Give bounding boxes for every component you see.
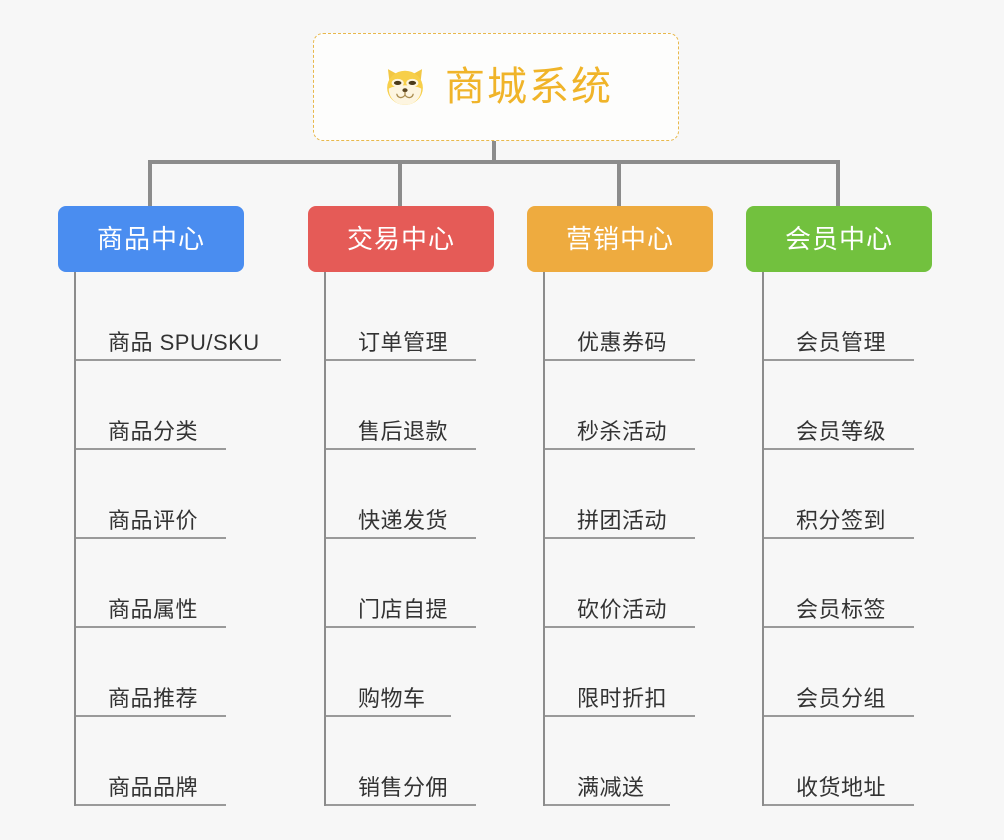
leaf-item-label: 收货地址 — [796, 774, 887, 800]
leaf-item[interactable]: 拼团活动 — [545, 450, 695, 539]
connector-drop-branch-3 — [617, 160, 621, 206]
connector-drop-branch-4 — [836, 160, 840, 206]
leaf-item-label: 快递发货 — [358, 507, 449, 533]
leaf-item[interactable]: 会员等级 — [764, 361, 914, 450]
root-node-mall-system[interactable]: 商城系统 — [313, 33, 679, 141]
leaf-item-label: 商品属性 — [108, 596, 199, 622]
branch-trade-center: 交易中心 订单管理 售后退款 快递发货 门店自提 购物车 销售分佣 — [308, 206, 494, 806]
leaf-item[interactable]: 优惠券码 — [545, 272, 695, 361]
leaf-item-label: 会员标签 — [796, 596, 887, 622]
leaf-item[interactable]: 会员管理 — [764, 272, 914, 361]
leaf-item-label: 商品推荐 — [108, 685, 199, 711]
leaf-item-label: 商品评价 — [108, 507, 199, 533]
leaf-item[interactable]: 门店自提 — [326, 539, 476, 628]
connector-horizontal-bar — [148, 160, 840, 164]
leaf-item[interactable]: 售后退款 — [326, 361, 476, 450]
leaf-item-label: 会员等级 — [796, 418, 887, 444]
leaf-item[interactable]: 商品推荐 — [76, 628, 226, 717]
leaf-item[interactable]: 收货地址 — [764, 717, 914, 806]
branch-header-label: 营销中心 — [565, 224, 674, 254]
leaf-item-label: 门店自提 — [358, 596, 449, 622]
leaf-item[interactable]: 砍价活动 — [545, 539, 695, 628]
branch-header-label: 会员中心 — [784, 224, 893, 254]
leaf-item-label: 砍价活动 — [577, 596, 668, 622]
branch-header-product-center[interactable]: 商品中心 — [58, 206, 244, 272]
branch-header-label: 商品中心 — [96, 224, 205, 254]
leaf-item-label: 会员管理 — [796, 329, 887, 355]
shiba-dog-icon — [379, 61, 431, 113]
leaf-item[interactable]: 满减送 — [545, 717, 670, 806]
leaf-item[interactable]: 销售分佣 — [326, 717, 476, 806]
leaf-item-label: 销售分佣 — [358, 774, 449, 800]
branch-member-center: 会员中心 会员管理 会员等级 积分签到 会员标签 会员分组 收货地址 — [746, 206, 932, 806]
leaf-item[interactable]: 会员标签 — [764, 539, 914, 628]
leaf-list-member-center: 会员管理 会员等级 积分签到 会员标签 会员分组 收货地址 — [762, 272, 932, 806]
leaf-item[interactable]: 商品分类 — [76, 361, 226, 450]
leaf-item-label: 商品分类 — [108, 418, 199, 444]
leaf-item[interactable]: 购物车 — [326, 628, 451, 717]
leaf-item-label: 商品 SPU/SKU — [108, 329, 260, 355]
leaf-item-label: 拼团活动 — [577, 507, 668, 533]
connector-drop-branch-2 — [398, 160, 402, 206]
leaf-list-marketing-center: 优惠券码 秒杀活动 拼团活动 砍价活动 限时折扣 满减送 — [543, 272, 713, 806]
leaf-item[interactable]: 限时折扣 — [545, 628, 695, 717]
branch-header-label: 交易中心 — [346, 224, 455, 254]
leaf-item-label: 满减送 — [577, 774, 645, 800]
leaf-item-label: 商品品牌 — [108, 774, 199, 800]
leaf-item-label: 优惠券码 — [577, 329, 668, 355]
leaf-item[interactable]: 秒杀活动 — [545, 361, 695, 450]
branch-header-marketing-center[interactable]: 营销中心 — [527, 206, 713, 272]
leaf-item-label: 售后退款 — [358, 418, 449, 444]
leaf-list-trade-center: 订单管理 售后退款 快递发货 门店自提 购物车 销售分佣 — [324, 272, 494, 806]
leaf-item-label: 秒杀活动 — [577, 418, 668, 444]
leaf-list-product-center: 商品 SPU/SKU 商品分类 商品评价 商品属性 商品推荐 商品品牌 — [74, 272, 281, 806]
leaf-item[interactable]: 会员分组 — [764, 628, 914, 717]
leaf-item-label: 积分签到 — [796, 507, 887, 533]
leaf-item-label: 会员分组 — [796, 685, 887, 711]
leaf-item-label: 订单管理 — [358, 329, 449, 355]
leaf-item[interactable]: 商品品牌 — [76, 717, 226, 806]
branch-header-member-center[interactable]: 会员中心 — [746, 206, 932, 272]
leaf-item[interactable]: 商品属性 — [76, 539, 226, 628]
branch-product-center: 商品中心 商品 SPU/SKU 商品分类 商品评价 商品属性 商品推荐 商品品牌 — [58, 206, 281, 806]
leaf-item[interactable]: 积分签到 — [764, 450, 914, 539]
root-title: 商城系统 — [445, 65, 613, 109]
connector-root-stem — [492, 141, 496, 163]
leaf-item[interactable]: 商品评价 — [76, 450, 226, 539]
connector-drop-branch-1 — [148, 160, 152, 206]
leaf-item-label: 购物车 — [358, 685, 426, 711]
leaf-item[interactable]: 订单管理 — [326, 272, 476, 361]
leaf-item[interactable]: 快递发货 — [326, 450, 476, 539]
leaf-item-label: 限时折扣 — [577, 685, 668, 711]
branch-header-trade-center[interactable]: 交易中心 — [308, 206, 494, 272]
branch-marketing-center: 营销中心 优惠券码 秒杀活动 拼团活动 砍价活动 限时折扣 满减送 — [527, 206, 713, 806]
leaf-item[interactable]: 商品 SPU/SKU — [76, 272, 281, 361]
